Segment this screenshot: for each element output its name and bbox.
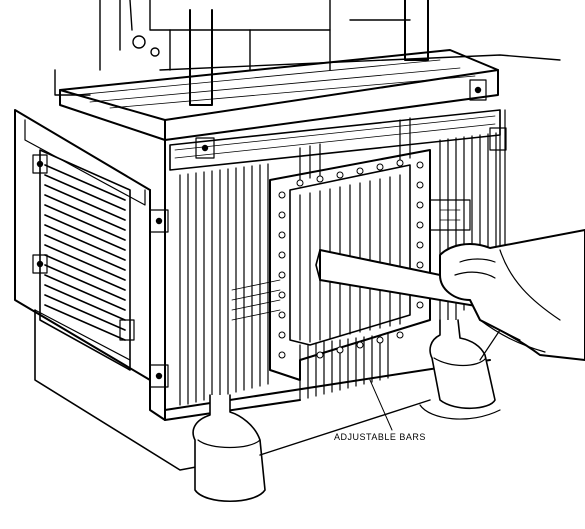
cage-top-frame	[59, 49, 507, 171]
cage-left-panel	[14, 109, 169, 421]
cage-right-side	[429, 109, 506, 251]
callout-leader-line	[369, 379, 393, 431]
cage-base	[34, 309, 521, 503]
upper-machinery	[54, 0, 561, 106]
hand-holding-bar	[315, 229, 585, 361]
adjustable-bars-label: ADJUSTABLE BARS	[334, 432, 426, 442]
